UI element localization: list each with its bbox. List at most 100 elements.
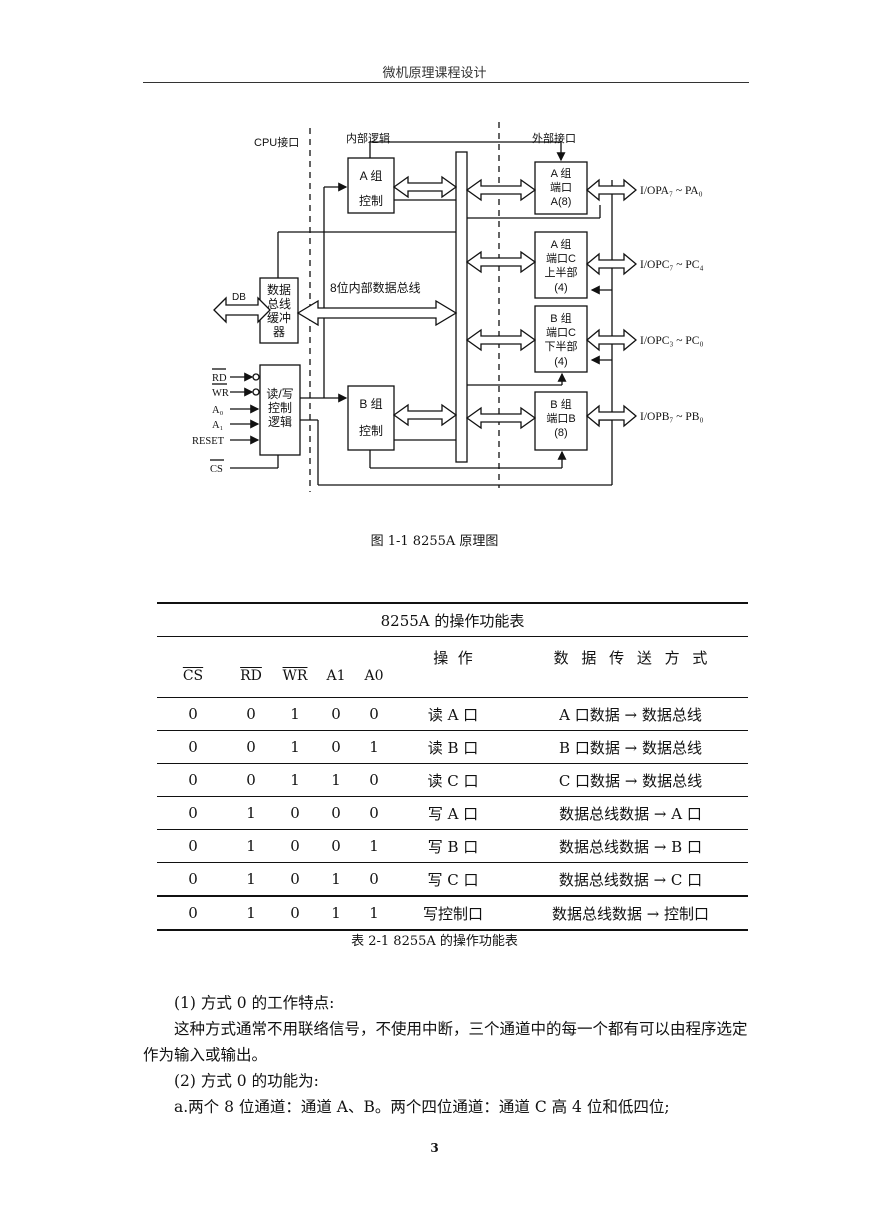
table-row: 0 0 1 1 0 读 C 口 C 口数据 → 数据总线 [157,763,748,797]
cell-rd: 0 [229,697,273,731]
cell-cs: 0 [157,730,229,764]
port-c-lower-line-3: 下半部 [545,339,578,353]
cell-wr: 1 [273,697,317,731]
table-row: 0 0 1 0 1 读 B 口 B 口数据 → 数据总线 [157,730,748,764]
cell-transfer-mode: 数据总线数据 → A 口 [513,796,748,830]
cell-a1: 1 [317,763,355,797]
cell-transfer-mode: 数据总线数据 → B 口 [513,829,748,863]
label-db: DB [232,292,246,303]
buffer-line-2: 总线 [267,297,291,311]
cell-a0: 1 [355,829,393,863]
cell-transfer-mode: A 口数据 → 数据总线 [513,697,748,731]
cell-a0: 1 [355,896,393,931]
label-io-pc-upper: I/OPC₇ ~ PC₄ [640,259,703,271]
header-a0: A0 [355,636,393,698]
group-b-control-block [347,385,395,451]
cell-rd: 0 [229,763,273,797]
label-io-pb: I/OPB₇ ~ PB₀ [640,411,703,423]
port-a-block [534,161,588,215]
cell-transfer-mode: B 口数据 → 数据总线 [513,730,748,764]
paragraph-mode0-description: 这种方式通常不用联络信号，不使用中断，三个通道中的每一个都有可以由程序选定作为输… [143,1020,748,1064]
paragraph-mode0-functions-heading: (2) 方式 0 的功能为: [174,1072,319,1090]
read-write-logic-block [259,364,301,456]
group-a-control-block [347,157,395,214]
label-io-pc-lower: I/OPC₃ ~ PC₀ [640,335,703,347]
buffer-line-4: 器 [273,325,285,339]
port-c-upper-line-4: (4) [554,282,567,294]
cell-wr: 1 [273,730,317,764]
table-body: 0 0 1 0 0 读 A 口 A 口数据 → 数据总线 0 0 1 0 1 读… [157,697,748,931]
table-caption: 表 2-1 8255A 的操作功能表 [351,934,518,949]
operation-table: 8255A 的操作功能表 CS RD WR A1 A0 操 作 数 据 传 送 … [157,602,748,931]
port-c-upper-block [534,231,588,299]
signal-a1: A₁ [212,420,223,431]
cell-transfer-mode: 数据总线数据 → 控制口 [513,896,748,931]
table-title: 8255A 的操作功能表 [157,602,748,637]
port-b-line-3: (8) [554,427,567,439]
header-a1: A1 [317,636,355,698]
header-transfer-mode: 数 据 传 送 方 式 [513,636,748,698]
cell-rd: 1 [229,796,273,830]
operation-table-wrapper: 8255A 的操作功能表 CS RD WR A1 A0 操 作 数 据 传 送 … [157,602,748,931]
header-wr-text: WR [282,668,308,684]
cell-cs: 0 [157,896,229,931]
table-row: 0 0 1 0 0 读 A 口 A 口数据 → 数据总线 [157,697,748,731]
rw-logic-line-1: 读/写 [266,387,293,401]
cell-wr: 0 [273,862,317,897]
cell-a1: 0 [317,730,355,764]
header-cs-text: CS [182,668,204,684]
port-a-line-3: A(8) [551,196,572,208]
cell-operation: 写 A 口 [393,796,513,830]
cell-a1: 0 [317,697,355,731]
cell-operation: 写 C 口 [393,862,513,897]
cell-wr: 0 [273,829,317,863]
cell-operation: 写 B 口 [393,829,513,863]
port-b-block [534,391,588,451]
signal-wr: WR [212,388,229,399]
group-a-ctrl-line-1: A 组 [360,169,383,183]
cell-cs: 0 [157,829,229,863]
figure-caption: 图 1-1 8255A 原理图 [370,534,499,549]
cell-operation: 读 A 口 [393,697,513,731]
cell-wr: 1 [273,763,317,797]
port-c-lower-line-1: B 组 [550,311,571,325]
port-a-line-2: 端口 [550,181,572,194]
group-a-ctrl-line-2: 控制 [359,194,383,208]
cell-a1: 0 [317,796,355,830]
cell-transfer-mode: C 口数据 → 数据总线 [513,763,748,797]
cell-rd: 1 [229,896,273,931]
buffer-line-3: 缓冲 [267,310,291,325]
table-row: 0 1 0 1 0 写 C 口 数据总线数据 → C 口 [157,862,748,897]
table-row: 0 1 0 0 1 写 B 口 数据总线数据 → B 口 [157,829,748,863]
signal-cs: CS [210,464,223,475]
header-cs: CS [157,636,229,698]
group-b-ctrl-line-1: B 组 [359,397,382,411]
signal-rd: RD [212,373,227,384]
cell-rd: 1 [229,829,273,863]
cell-cs: 0 [157,862,229,897]
table-row: 0 1 0 1 1 写控制口 数据总线数据 → 控制口 [157,896,748,931]
label-external-interface: 外部接口 [532,131,576,145]
cell-rd: 0 [229,730,273,764]
buffer-line-1: 数据 [267,282,291,297]
cell-a1: 1 [317,896,355,931]
cell-a1: 1 [317,862,355,897]
cell-a0: 0 [355,697,393,731]
header-rd: RD [229,636,273,698]
page-number: 3 [430,1141,439,1155]
header-wr: WR [273,636,317,698]
port-a-line-1: A 组 [551,166,572,180]
label-internal-logic: 内部逻辑 [346,131,390,145]
cell-a1: 0 [317,829,355,863]
cell-rd: 1 [229,862,273,897]
cell-operation: 读 C 口 [393,763,513,797]
header-operation: 操 作 [393,636,513,698]
page-header-title: 微机原理课程设计 [382,66,487,81]
label-cpu-interface: CPU接口 [254,136,299,149]
cell-operation: 写控制口 [393,896,513,931]
table-row: 0 1 0 0 0 写 A 口 数据总线数据 → A 口 [157,796,748,830]
cell-a0: 0 [355,763,393,797]
cell-a0: 0 [355,862,393,897]
port-b-line-1: B 组 [550,397,571,411]
port-c-upper-line-3: 上半部 [545,265,578,279]
